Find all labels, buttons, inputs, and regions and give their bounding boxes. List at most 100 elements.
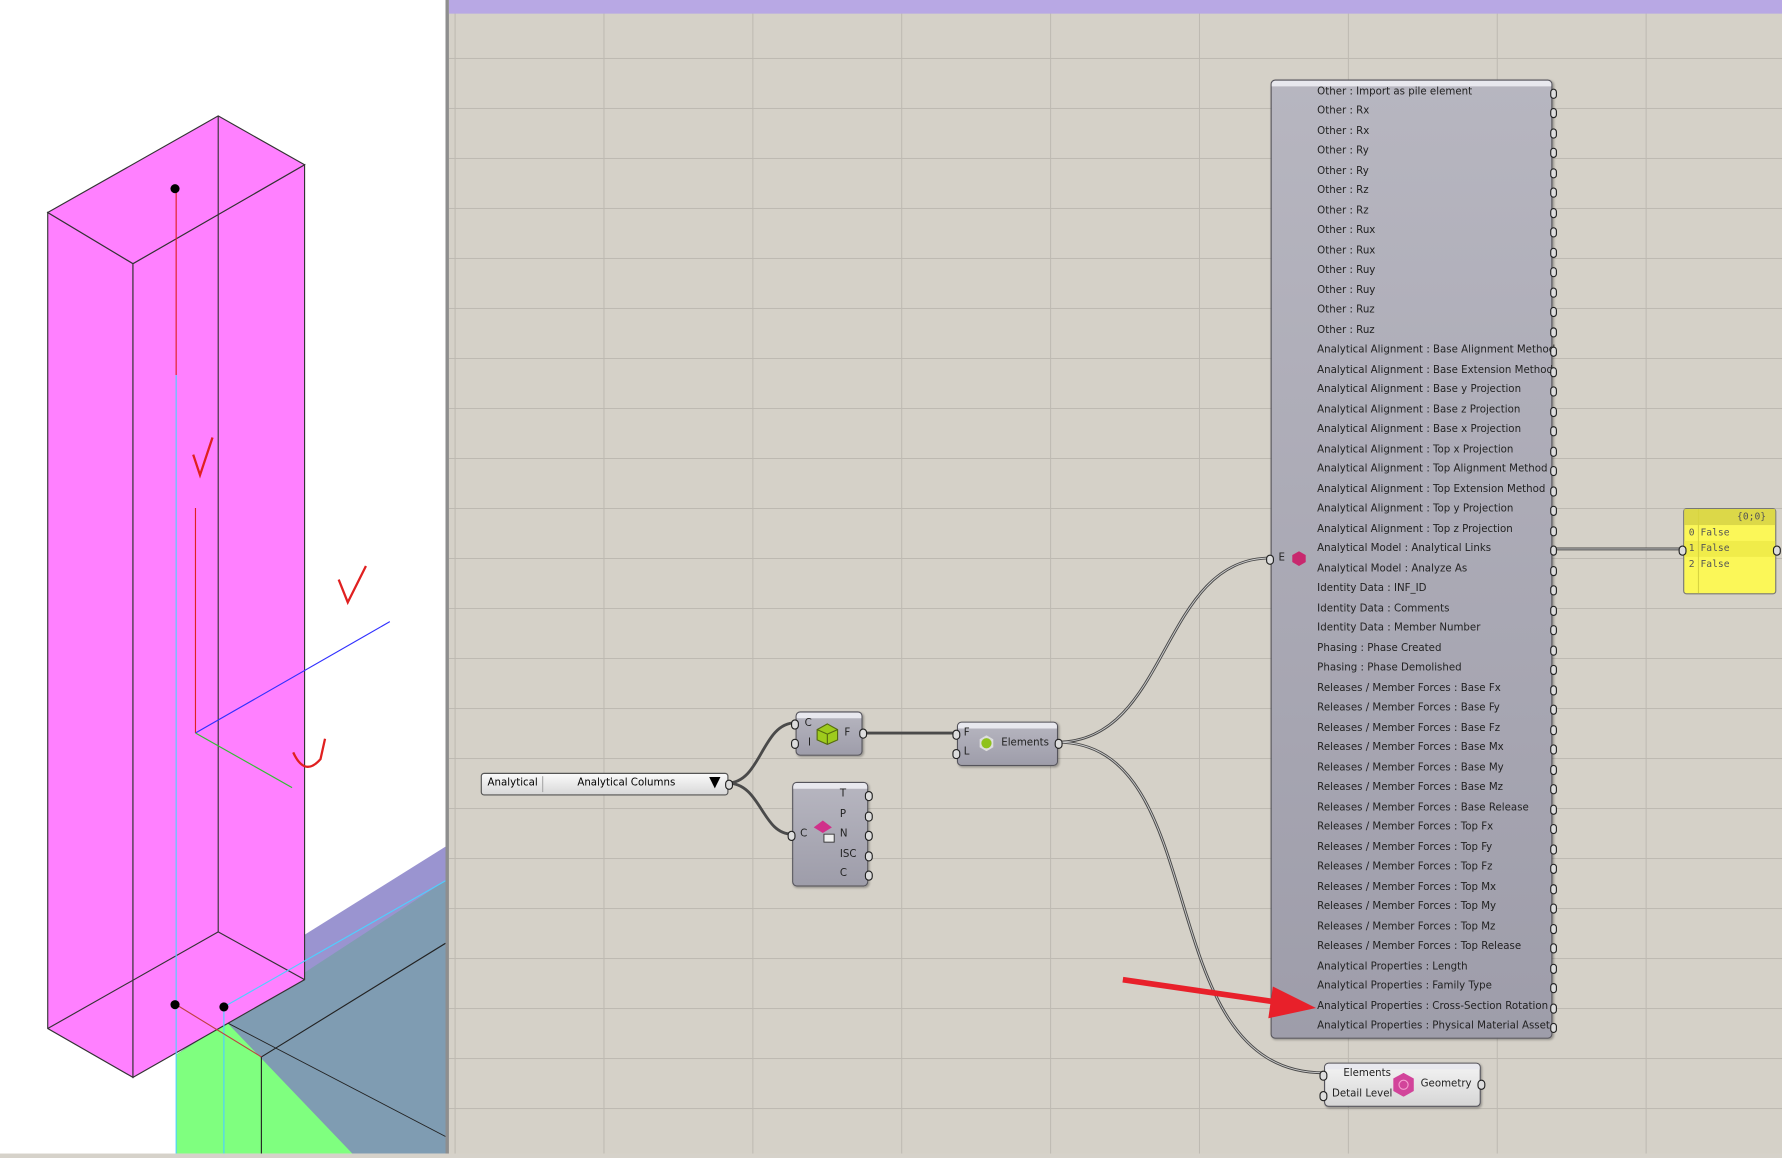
output-port[interactable] [725,779,734,790]
output-port[interactable] [1550,466,1557,477]
output-port[interactable] [1550,804,1557,815]
input-port[interactable] [1319,1091,1328,1102]
input-port[interactable] [952,748,961,760]
output-port[interactable] [1550,863,1557,875]
output-port[interactable] [1550,426,1557,437]
parameter-output-label: Analytical Properties : Family Type [1317,980,1492,993]
output-port[interactable] [1550,287,1557,298]
cube-icon [816,723,839,746]
output-port[interactable] [1550,665,1557,676]
output-port[interactable] [864,870,873,881]
geometry-component[interactable]: Elements Detail Level Geometry [1319,1062,1486,1107]
parameter-output-label: Other : Rz [1317,205,1369,217]
output-port[interactable] [1550,883,1557,894]
elements-component[interactable]: F L Elements [952,721,1063,766]
output-port[interactable] [1550,605,1557,616]
value-list-dropdown[interactable]: Analytical Analytical Columns ▼ [480,772,734,796]
output-port[interactable] [1550,704,1557,716]
output-port[interactable] [1477,1079,1486,1090]
check-mark-annotation [192,437,214,479]
output-c-label: C [839,868,848,880]
input-i-label: I [808,737,812,749]
output-panel[interactable]: {0;0} 0 False 1 False 2 False [1678,508,1781,595]
output-port[interactable] [1550,1022,1557,1034]
output-port[interactable] [1054,738,1063,749]
output-port[interactable] [859,728,868,739]
output-port[interactable] [1550,744,1557,755]
output-port[interactable] [1550,1002,1557,1014]
parameter-output-label: Releases / Member Forces : Top Fy [1317,841,1493,854]
parameter-output-label: Analytical Alignment : Top x Projection [1317,444,1514,456]
output-port[interactable] [1550,923,1557,934]
output-port[interactable] [1550,168,1557,179]
output-port[interactable] [1550,963,1557,974]
output-port[interactable] [1550,506,1557,517]
output-port[interactable] [1550,943,1557,954]
output-port[interactable] [1550,128,1557,139]
parameter-output-label: Analytical Alignment : Base Extension Me… [1317,364,1553,377]
input-port[interactable] [1266,554,1274,565]
output-port[interactable] [1550,565,1557,576]
input-port[interactable] [790,719,799,730]
parameter-output-label: Other : Ruy [1317,285,1376,297]
output-port[interactable] [1550,545,1557,557]
output-port[interactable] [1550,724,1557,735]
output-geometry-label: Geometry [1420,1078,1472,1090]
output-port[interactable] [1550,88,1557,99]
category-component[interactable]: C T P N ISC C [787,781,873,887]
output-port[interactable] [1550,188,1557,199]
output-port[interactable] [1550,525,1557,537]
parameter-output-label: Other : Rx [1317,106,1370,118]
input-port[interactable] [1678,545,1687,556]
output-port[interactable] [1550,366,1557,378]
output-port[interactable] [1550,247,1557,258]
canvas-top-bar [448,0,1782,14]
grasshopper-canvas[interactable] [445,0,1782,1154]
output-port[interactable] [1550,386,1557,398]
output-port[interactable] [864,851,873,862]
input-l-label: L [963,746,970,759]
parameter-output-label: Identity Data : Member Number [1317,623,1481,635]
output-port[interactable] [1550,267,1557,278]
check-mark-annotation [292,738,327,768]
output-port[interactable] [1550,824,1557,835]
output-port[interactable] [1550,645,1557,656]
input-detail-level-label: Detail Level [1331,1088,1393,1101]
parameter-icon [1292,551,1306,566]
output-port[interactable] [1550,347,1557,358]
parameter-output-label: Releases / Member Forces : Base Fy [1317,702,1500,714]
chevron-down-icon[interactable]: ▼ [709,773,721,791]
output-port[interactable] [1550,406,1557,417]
output-port[interactable] [1550,108,1557,119]
output-port[interactable] [1550,207,1557,219]
input-port[interactable] [952,729,961,740]
input-port[interactable] [790,738,799,749]
output-port[interactable] [1550,227,1557,239]
output-port[interactable] [1550,585,1557,596]
output-port[interactable] [1550,784,1557,795]
output-port[interactable] [1550,446,1557,457]
output-t-label: T [839,788,847,801]
input-port[interactable] [787,830,796,841]
output-port[interactable] [1550,684,1557,696]
output-port[interactable] [864,790,873,802]
input-elements-label: Elements [1343,1068,1391,1080]
output-port[interactable] [1550,486,1557,497]
output-port[interactable] [1550,903,1557,914]
output-port[interactable] [1550,148,1557,159]
output-port[interactable] [1550,307,1557,318]
input-port[interactable] [1319,1070,1328,1081]
output-port[interactable] [1550,843,1557,855]
output-port[interactable] [1550,625,1557,636]
output-f-label: F [844,727,851,739]
output-port[interactable] [864,811,873,822]
filter-component[interactable]: C I F [790,711,868,756]
output-port[interactable] [1550,327,1557,338]
output-port[interactable] [1772,545,1781,556]
3d-viewport[interactable] [0,0,446,1154]
output-port[interactable] [1550,983,1557,994]
parameter-output-label: Other : Ruz [1317,324,1375,337]
output-port[interactable] [1550,764,1557,775]
output-port[interactable] [864,830,873,841]
